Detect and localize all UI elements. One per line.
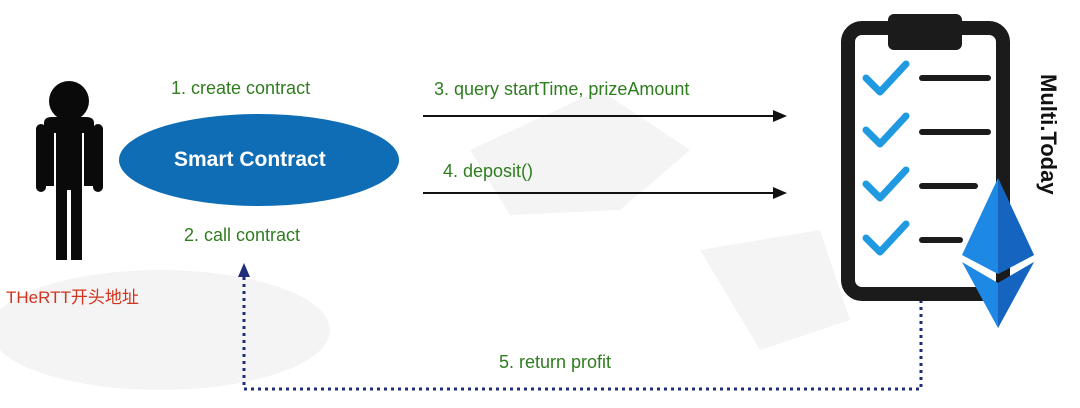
- arrow-query: [423, 110, 787, 122]
- step-profit-label: 5. return profit: [499, 352, 612, 372]
- step-deposit-label: 4. deposit(): [443, 161, 534, 181]
- clipboard-checklist-icon: [841, 14, 1010, 301]
- smart-contract-node: [119, 114, 399, 206]
- step-call-label: 2. call contract: [184, 225, 301, 245]
- step-query-label: 3. query startTime, prizeAmount: [434, 79, 690, 99]
- brand-label: Multi.Today: [1036, 74, 1061, 195]
- checkmark-icons: [862, 60, 910, 256]
- checklist-lines: [919, 75, 991, 243]
- step-create-label: 1. create contract: [171, 78, 311, 98]
- actor-label: THeRTT开头地址: [6, 288, 139, 307]
- arrow-deposit: [423, 187, 787, 199]
- ethereum-icon: [962, 178, 1034, 328]
- return-arrowhead: [238, 263, 250, 277]
- arrow-return-profit: [242, 277, 923, 391]
- background-watermark: [0, 90, 850, 390]
- person-icon: [36, 81, 103, 260]
- smart-contract-label: Smart Contract: [174, 148, 326, 171]
